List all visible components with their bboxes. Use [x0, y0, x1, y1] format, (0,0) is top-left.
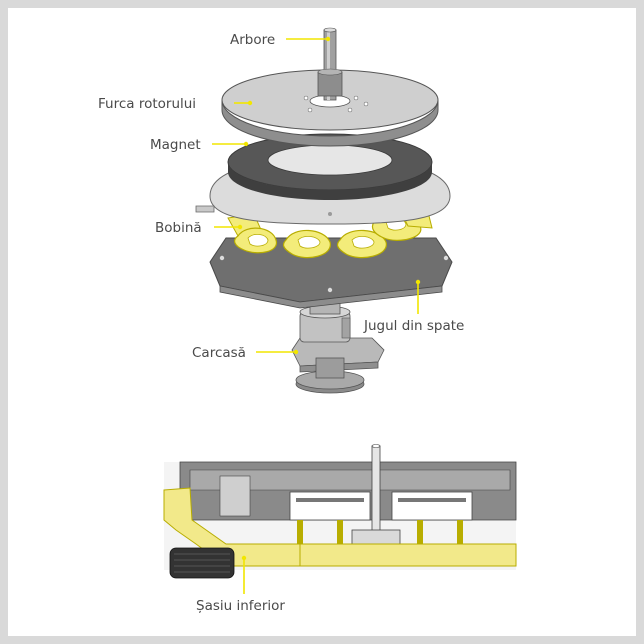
shaft: [317, 27, 343, 101]
label-lower-chassis: Șasiu inferior: [196, 598, 285, 614]
label-back-yoke: Jugul din spate: [363, 318, 464, 334]
magnet-ring: [227, 133, 433, 200]
label-housing: Carcasă: [192, 345, 246, 361]
label-shaft: Arbore: [230, 32, 275, 48]
label-coil: Bobină: [155, 220, 202, 236]
housing: [291, 295, 385, 394]
label-rotor-fork: Furca rotorului: [98, 96, 196, 112]
back-yoke: [209, 237, 453, 309]
label-magnet: Magnet: [150, 137, 201, 153]
lower-chassis: [163, 444, 517, 579]
label-leaders: [212, 36, 421, 594]
